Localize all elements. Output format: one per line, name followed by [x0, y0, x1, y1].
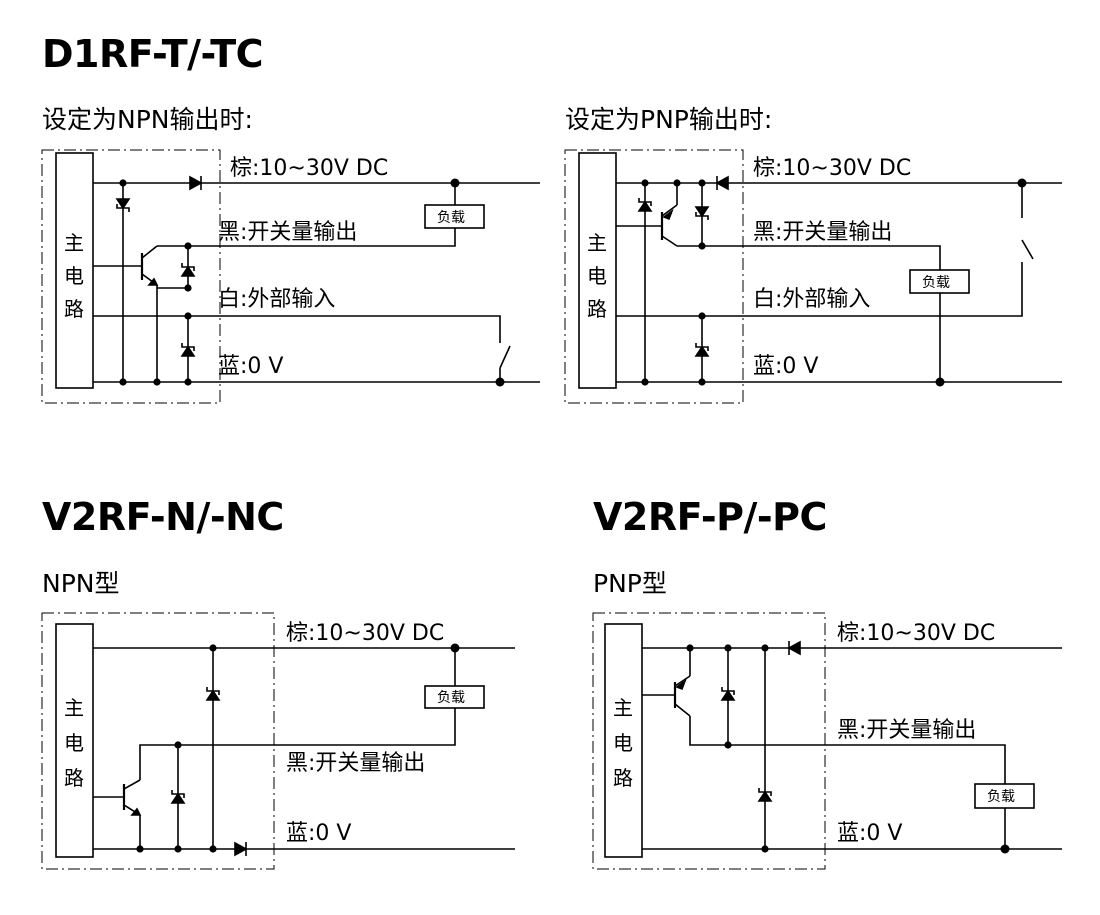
label-black: 黑:开关量输出 — [753, 220, 892, 245]
section-title-v2rf-n: V2RF-N/-NC — [42, 495, 284, 539]
label-blue: 蓝:0 V — [837, 821, 902, 846]
switch-contact — [499, 345, 511, 369]
white-wire — [93, 315, 501, 343]
label-blue: 蓝:0 V — [753, 354, 818, 379]
label-brown: 棕:10~30V DC — [837, 621, 995, 646]
black-wire — [139, 708, 456, 780]
main-circuit-char: 主 — [64, 231, 84, 255]
black-wire — [689, 730, 1006, 784]
panel-v2rf-pnp — [592, 612, 1062, 870]
white-wire — [616, 262, 1023, 317]
junction-dots — [119, 178, 1027, 854]
main-circuit-char: 电 — [64, 264, 84, 288]
label-black: 黑:开关量输出 — [218, 220, 357, 245]
label-black: 黑:开关量输出 — [286, 751, 425, 776]
dashdot-enclosure — [41, 612, 275, 870]
section-title-v2rf-p: V2RF-P/-PC — [593, 495, 827, 539]
main-circuit-char: 主 — [587, 231, 607, 255]
load-box — [974, 783, 1035, 809]
panel-d1rf-npn — [41, 149, 540, 404]
dashdot-enclosure — [41, 149, 221, 404]
black-wire — [677, 245, 941, 270]
label-white: 白:外部输入 — [753, 287, 870, 312]
main-circuit-box — [604, 623, 643, 858]
black-wire — [157, 228, 456, 247]
main-circuit-box — [55, 152, 94, 389]
label-blue: 蓝:0 V — [286, 821, 351, 846]
load-box — [424, 685, 485, 709]
section-title-d1rf: D1RF-T/-TC — [42, 32, 263, 76]
main-circuit-char: 电 — [587, 264, 607, 288]
switch-contact — [1021, 239, 1034, 260]
dashdot-enclosure — [564, 149, 744, 404]
load-label: 负载 — [987, 789, 1015, 805]
label-blue: 蓝:0 V — [218, 354, 283, 379]
label-brown: 棕:10~30V DC — [230, 156, 388, 181]
main-circuit-char: 电 — [613, 731, 633, 755]
main-circuit-char: 路 — [64, 766, 84, 790]
load-label: 负载 — [922, 275, 950, 291]
load-box — [909, 269, 970, 294]
main-circuit-box — [578, 152, 617, 389]
main-circuit-char: 主 — [64, 696, 84, 720]
dashdot-enclosure — [592, 612, 826, 870]
panel-d1rf-pnp — [564, 149, 1062, 404]
main-circuit-char: 路 — [64, 297, 84, 321]
load-label: 负载 — [437, 690, 465, 706]
load-box — [424, 204, 485, 229]
panel-v2rf-npn — [41, 612, 515, 870]
main-circuit-char: 主 — [613, 696, 633, 720]
load-label: 负载 — [437, 210, 465, 226]
main-circuit-char: 路 — [613, 766, 633, 790]
main-circuit-box — [55, 623, 94, 858]
main-circuit-char: 路 — [587, 297, 607, 321]
caption-npn-output: 设定为NPN输出时: — [42, 105, 253, 134]
label-white: 白:外部输入 — [218, 287, 335, 312]
label-black: 黑:开关量输出 — [837, 718, 976, 743]
label-brown: 棕:10~30V DC — [286, 621, 444, 646]
label-brown: 棕:10~30V DC — [753, 156, 911, 181]
caption-pnp-output: 设定为PNP输出时: — [565, 105, 772, 134]
main-circuit-char: 电 — [64, 731, 84, 755]
caption-npn-type: NPN型 — [42, 569, 119, 598]
caption-pnp-type: PNP型 — [593, 569, 667, 598]
